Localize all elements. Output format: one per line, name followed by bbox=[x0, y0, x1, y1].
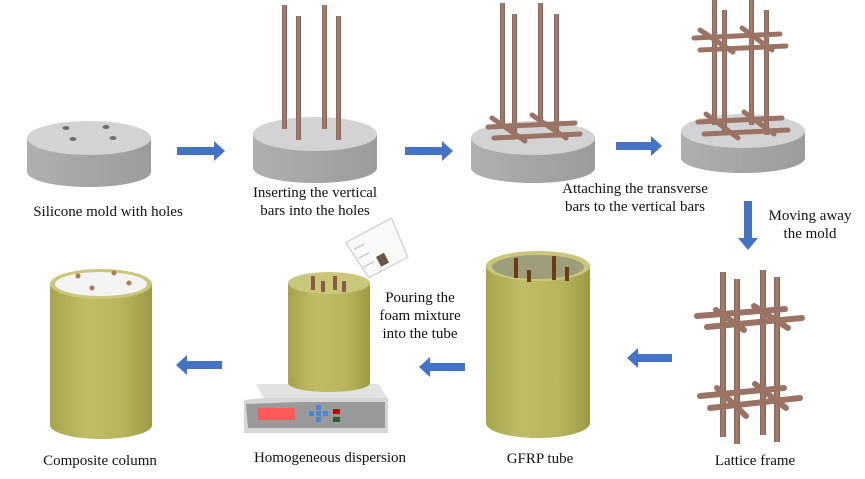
vertical-bar bbox=[322, 5, 327, 129]
label-gfrp-tube: GFRP tube bbox=[506, 451, 574, 467]
label-inserting-bars: Inserting the vertical bars into the hol… bbox=[235, 184, 395, 220]
arrow-right-icon bbox=[405, 141, 453, 161]
label-line: Pouring the bbox=[385, 290, 455, 306]
label-line: into the tube bbox=[382, 326, 458, 342]
beaker-icon bbox=[344, 217, 409, 279]
arrow-left-icon bbox=[627, 348, 672, 368]
gfrp-tube bbox=[486, 251, 590, 438]
scale-buttons bbox=[309, 405, 328, 422]
label-attaching-bars: Attaching the transverse bars to the ver… bbox=[545, 180, 725, 216]
label-line: the mold bbox=[783, 226, 837, 242]
mold-hole bbox=[102, 125, 110, 129]
label-lattice-frame: Lattice frame bbox=[714, 453, 796, 469]
magnetic-stirrer bbox=[244, 272, 388, 433]
vertical-bar bbox=[282, 5, 287, 129]
scale-display bbox=[258, 408, 295, 420]
label-composite-column: Composite column bbox=[43, 453, 157, 469]
lattice-frame bbox=[694, 270, 805, 444]
composite-column bbox=[50, 269, 152, 439]
label-line: Attaching the transverse bbox=[562, 181, 708, 197]
mold-with-transverse-bars bbox=[471, 3, 595, 183]
lattice-on-mold bbox=[681, 0, 805, 173]
arrow-down-icon bbox=[738, 201, 758, 250]
label-homogeneous-dispersion: Homogeneous dispersion bbox=[253, 450, 407, 466]
mold-hole bbox=[109, 136, 117, 140]
mold-hole bbox=[62, 126, 70, 130]
arrow-right-icon bbox=[177, 141, 225, 161]
arrow-left-icon bbox=[419, 357, 465, 377]
label-moving-away-mold: Moving away the mold bbox=[760, 207, 860, 243]
mold-hole bbox=[69, 137, 77, 141]
label-pouring-foam: Pouring the foam mixture into the tube bbox=[370, 289, 470, 343]
vertical-bar bbox=[336, 16, 341, 140]
vertical-bar bbox=[296, 16, 301, 140]
label-line: foam mixture bbox=[379, 308, 461, 324]
label-line: bars to the vertical bars bbox=[565, 199, 705, 215]
arrow-right-icon bbox=[616, 136, 662, 156]
arrow-left-icon bbox=[176, 355, 222, 375]
label-line: bars into the holes bbox=[260, 203, 370, 219]
silicone-mold bbox=[27, 121, 151, 187]
label-silicone-mold: Silicone mold with holes bbox=[33, 204, 183, 220]
mold-with-vertical-bars bbox=[253, 5, 377, 183]
label-line: Moving away bbox=[768, 208, 852, 224]
label-line: Inserting the vertical bbox=[252, 185, 378, 201]
